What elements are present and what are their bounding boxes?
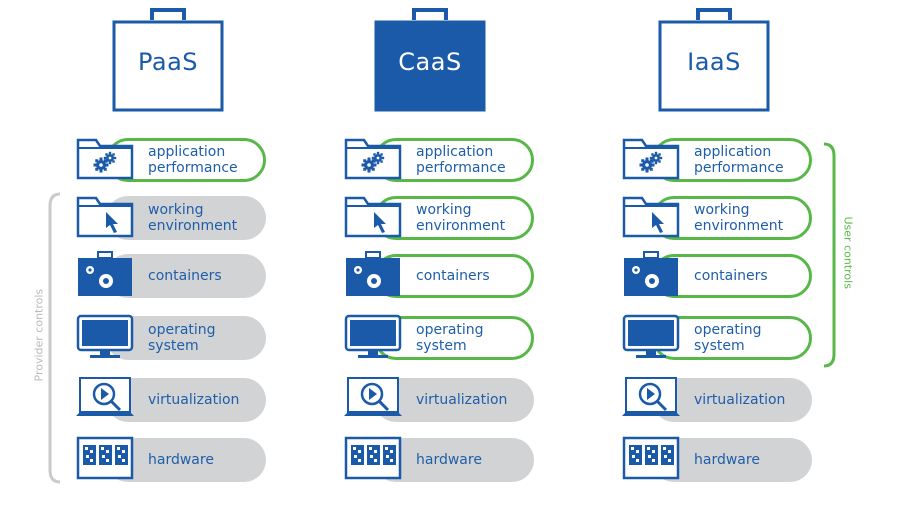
play-magnifier-icon [622, 372, 682, 422]
server-chips-icon [622, 432, 682, 482]
briefcase-icon: PaaS [112, 8, 224, 114]
layer-label: hardware [148, 452, 214, 468]
layer-containers: containers [622, 251, 822, 302]
layer-label: hardware [416, 452, 482, 468]
provider-controlled-pill [106, 378, 266, 422]
gears-folder-icon [622, 132, 682, 182]
provider-controlled-pill [652, 378, 812, 422]
service-model-title: CaaS [398, 48, 462, 76]
gears-folder-icon [76, 132, 136, 182]
service-model-title: IaaS [687, 48, 741, 76]
layer-label: containers [694, 268, 768, 284]
layer-containers: containers [76, 251, 276, 302]
server-chips-icon [344, 432, 404, 482]
cursor-folder-icon [622, 190, 682, 240]
play-magnifier-icon [76, 372, 136, 422]
gears-folder-icon [344, 132, 404, 182]
server-chips-icon [76, 432, 136, 482]
briefcase-icon: IaaS [658, 8, 770, 114]
provider-controlled-pill [106, 254, 266, 298]
user-controlled-pill [652, 254, 812, 298]
layer-virtualization: virtualization [622, 377, 822, 426]
provider-controls-bracket [48, 192, 61, 484]
layer-containers: containers [344, 251, 544, 302]
layer-label: virtualization [694, 392, 786, 408]
layer-hardware: hardware [344, 436, 544, 486]
provider-controls-label: Provider controls [32, 288, 46, 382]
cursor-folder-icon [76, 190, 136, 240]
cursor-folder-icon [344, 190, 404, 240]
gear-container-icon [622, 248, 682, 298]
layer-label: virtualization [148, 392, 240, 408]
layer-label: containers [148, 268, 222, 284]
monitor-icon [344, 310, 404, 360]
user-controlled-pill [652, 316, 812, 360]
layer-hardware: hardware [622, 436, 822, 486]
layer-hardware: hardware [76, 436, 276, 486]
gear-container-icon [76, 248, 136, 298]
layer-label: hardware [694, 452, 760, 468]
layer-label: virtualization [416, 392, 508, 408]
layer-virtualization: virtualization [76, 377, 276, 426]
play-magnifier-icon [344, 372, 404, 422]
monitor-icon [76, 310, 136, 360]
gear-container-icon [344, 248, 404, 298]
layer-label: containers [416, 268, 490, 284]
briefcase-icon: CaaS [374, 8, 486, 114]
layer-virtualization: virtualization [344, 377, 544, 426]
user-controls-label: User controls [841, 216, 855, 289]
monitor-icon [622, 310, 682, 360]
user-controls-bracket [823, 142, 836, 368]
service-model-title: PaaS [137, 48, 199, 76]
